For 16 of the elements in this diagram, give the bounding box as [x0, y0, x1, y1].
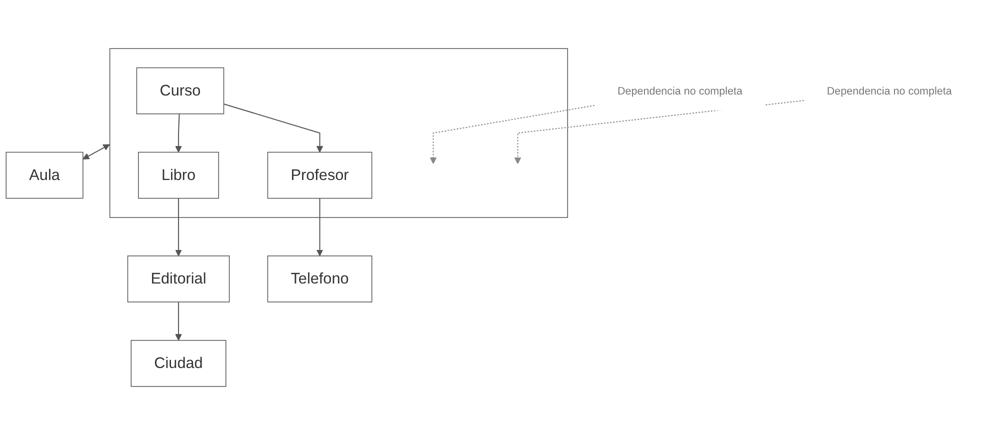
- node-box: Editorial: [127, 256, 230, 302]
- node-box: Telefono: [267, 256, 372, 302]
- node-text: Dependencia no completa: [826, 84, 952, 97]
- cluster: [109, 48, 568, 218]
- arrow: [175, 198, 182, 256]
- arrow: [316, 198, 324, 256]
- arrow: [175, 301, 182, 341]
- arrow: [430, 104, 595, 164]
- node-box: Ciudad: [130, 340, 226, 387]
- arrow: [223, 103, 324, 153]
- node-box: Aula: [6, 152, 84, 199]
- arrow: [82, 144, 110, 160]
- node-box: Libro: [138, 152, 220, 199]
- node-box: Curso: [136, 67, 224, 114]
- node-box: Profesor: [267, 152, 372, 199]
- arrow: [175, 113, 182, 153]
